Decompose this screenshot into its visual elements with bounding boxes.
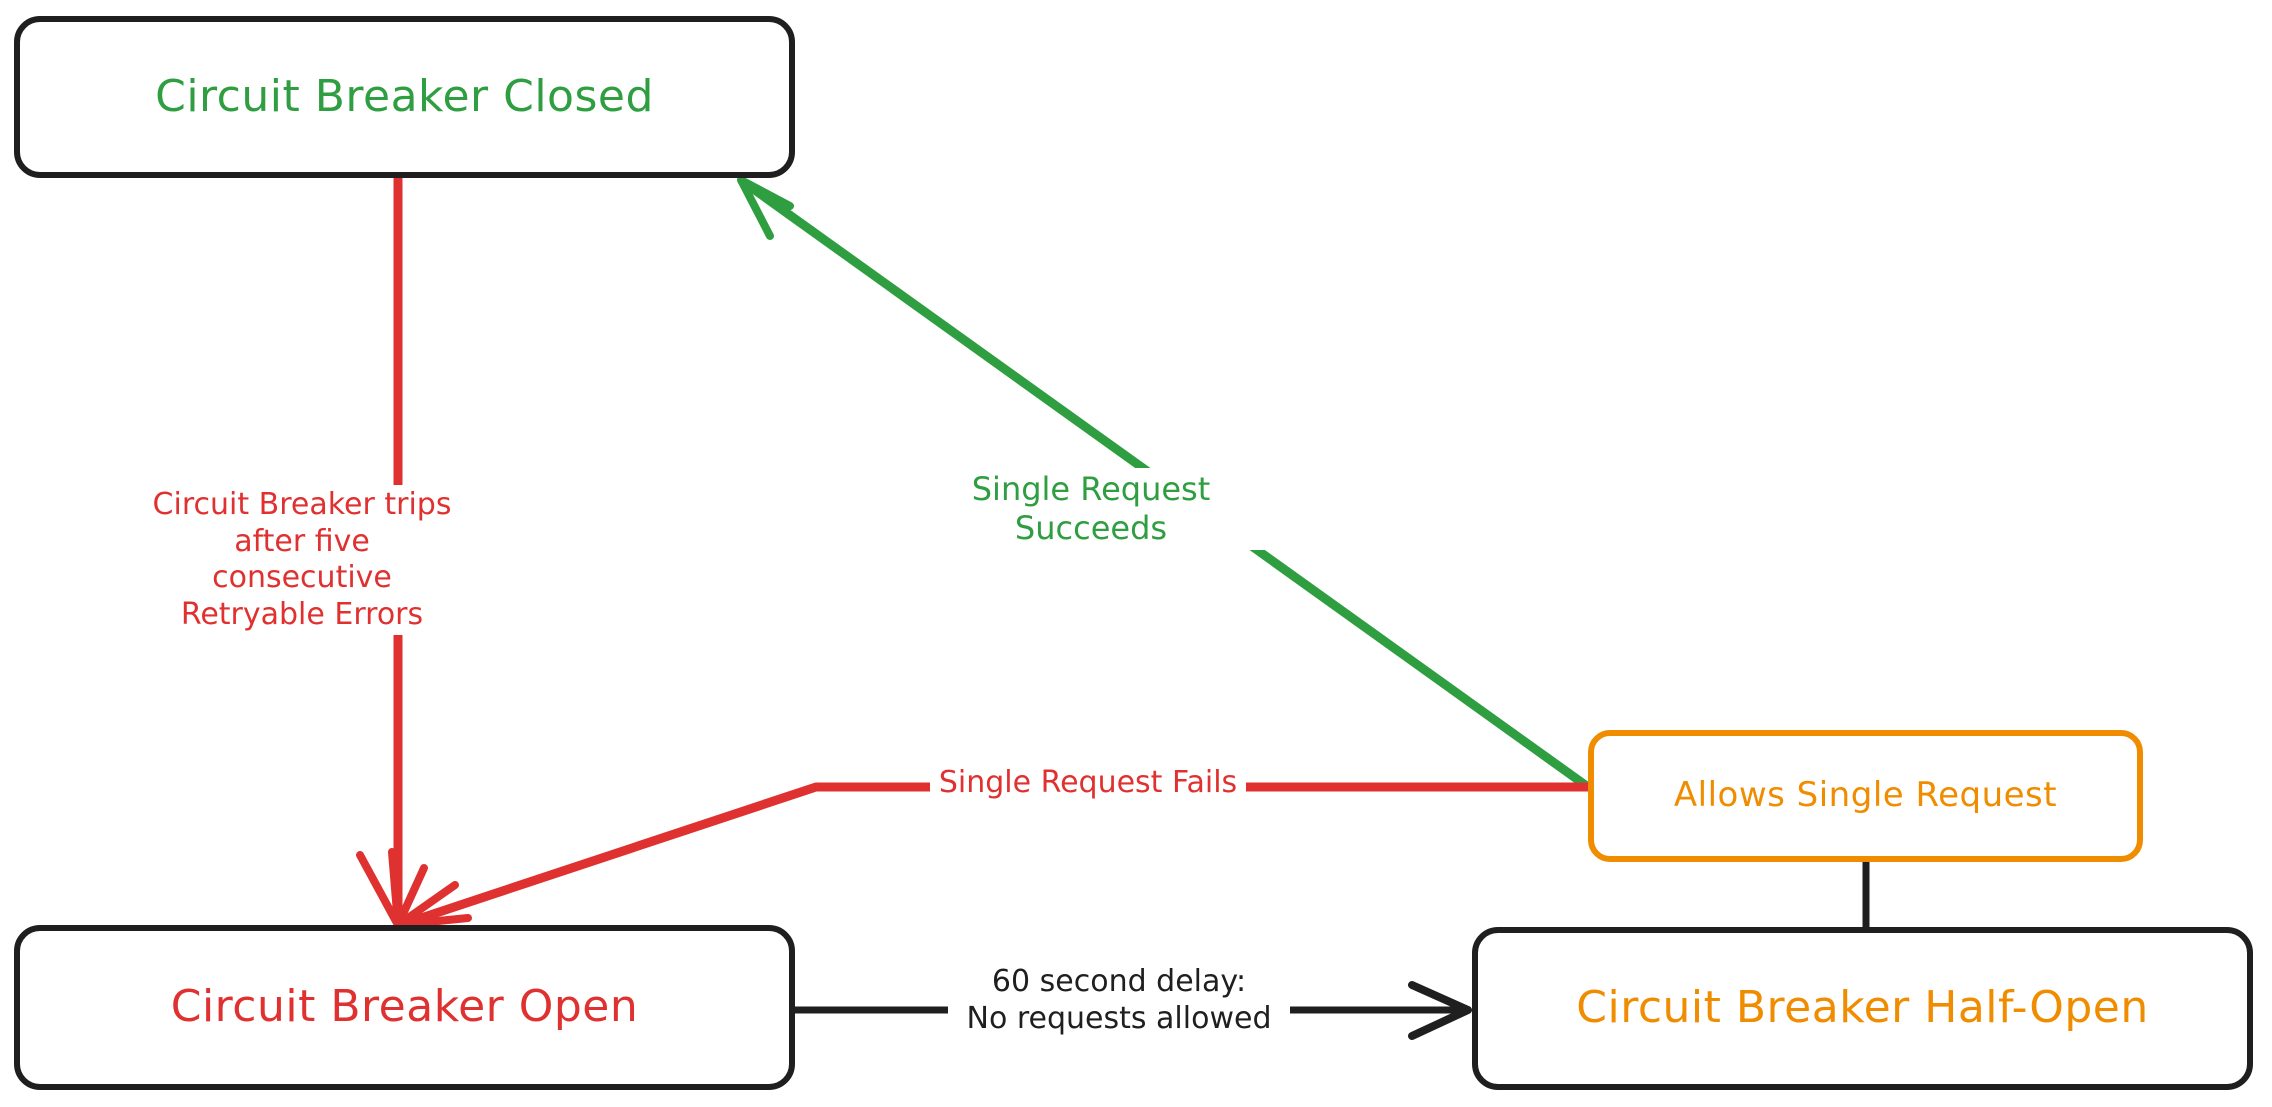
node-allows-single-request[interactable]: Allows Single Request — [1588, 730, 2143, 862]
node-label-allows: Allows Single Request — [1673, 775, 2058, 816]
node-circuit-breaker-open[interactable]: Circuit Breaker Open — [14, 925, 795, 1090]
node-circuit-breaker-closed[interactable]: Circuit Breaker Closed — [14, 16, 795, 178]
edge-closed-to-open — [356, 178, 428, 929]
edge-open-to-halfopen — [795, 981, 1472, 1040]
node-label-closed: Circuit Breaker Closed — [155, 70, 654, 122]
node-label-halfopen: Circuit Breaker Half-Open — [1576, 982, 2149, 1034]
node-label-open: Circuit Breaker Open — [170, 981, 639, 1033]
node-circuit-breaker-half-open[interactable]: Circuit Breaker Half-Open — [1472, 927, 2253, 1090]
edge-allows-to-open — [394, 782, 1593, 930]
edge-allows-to-closed — [737, 176, 1593, 792]
